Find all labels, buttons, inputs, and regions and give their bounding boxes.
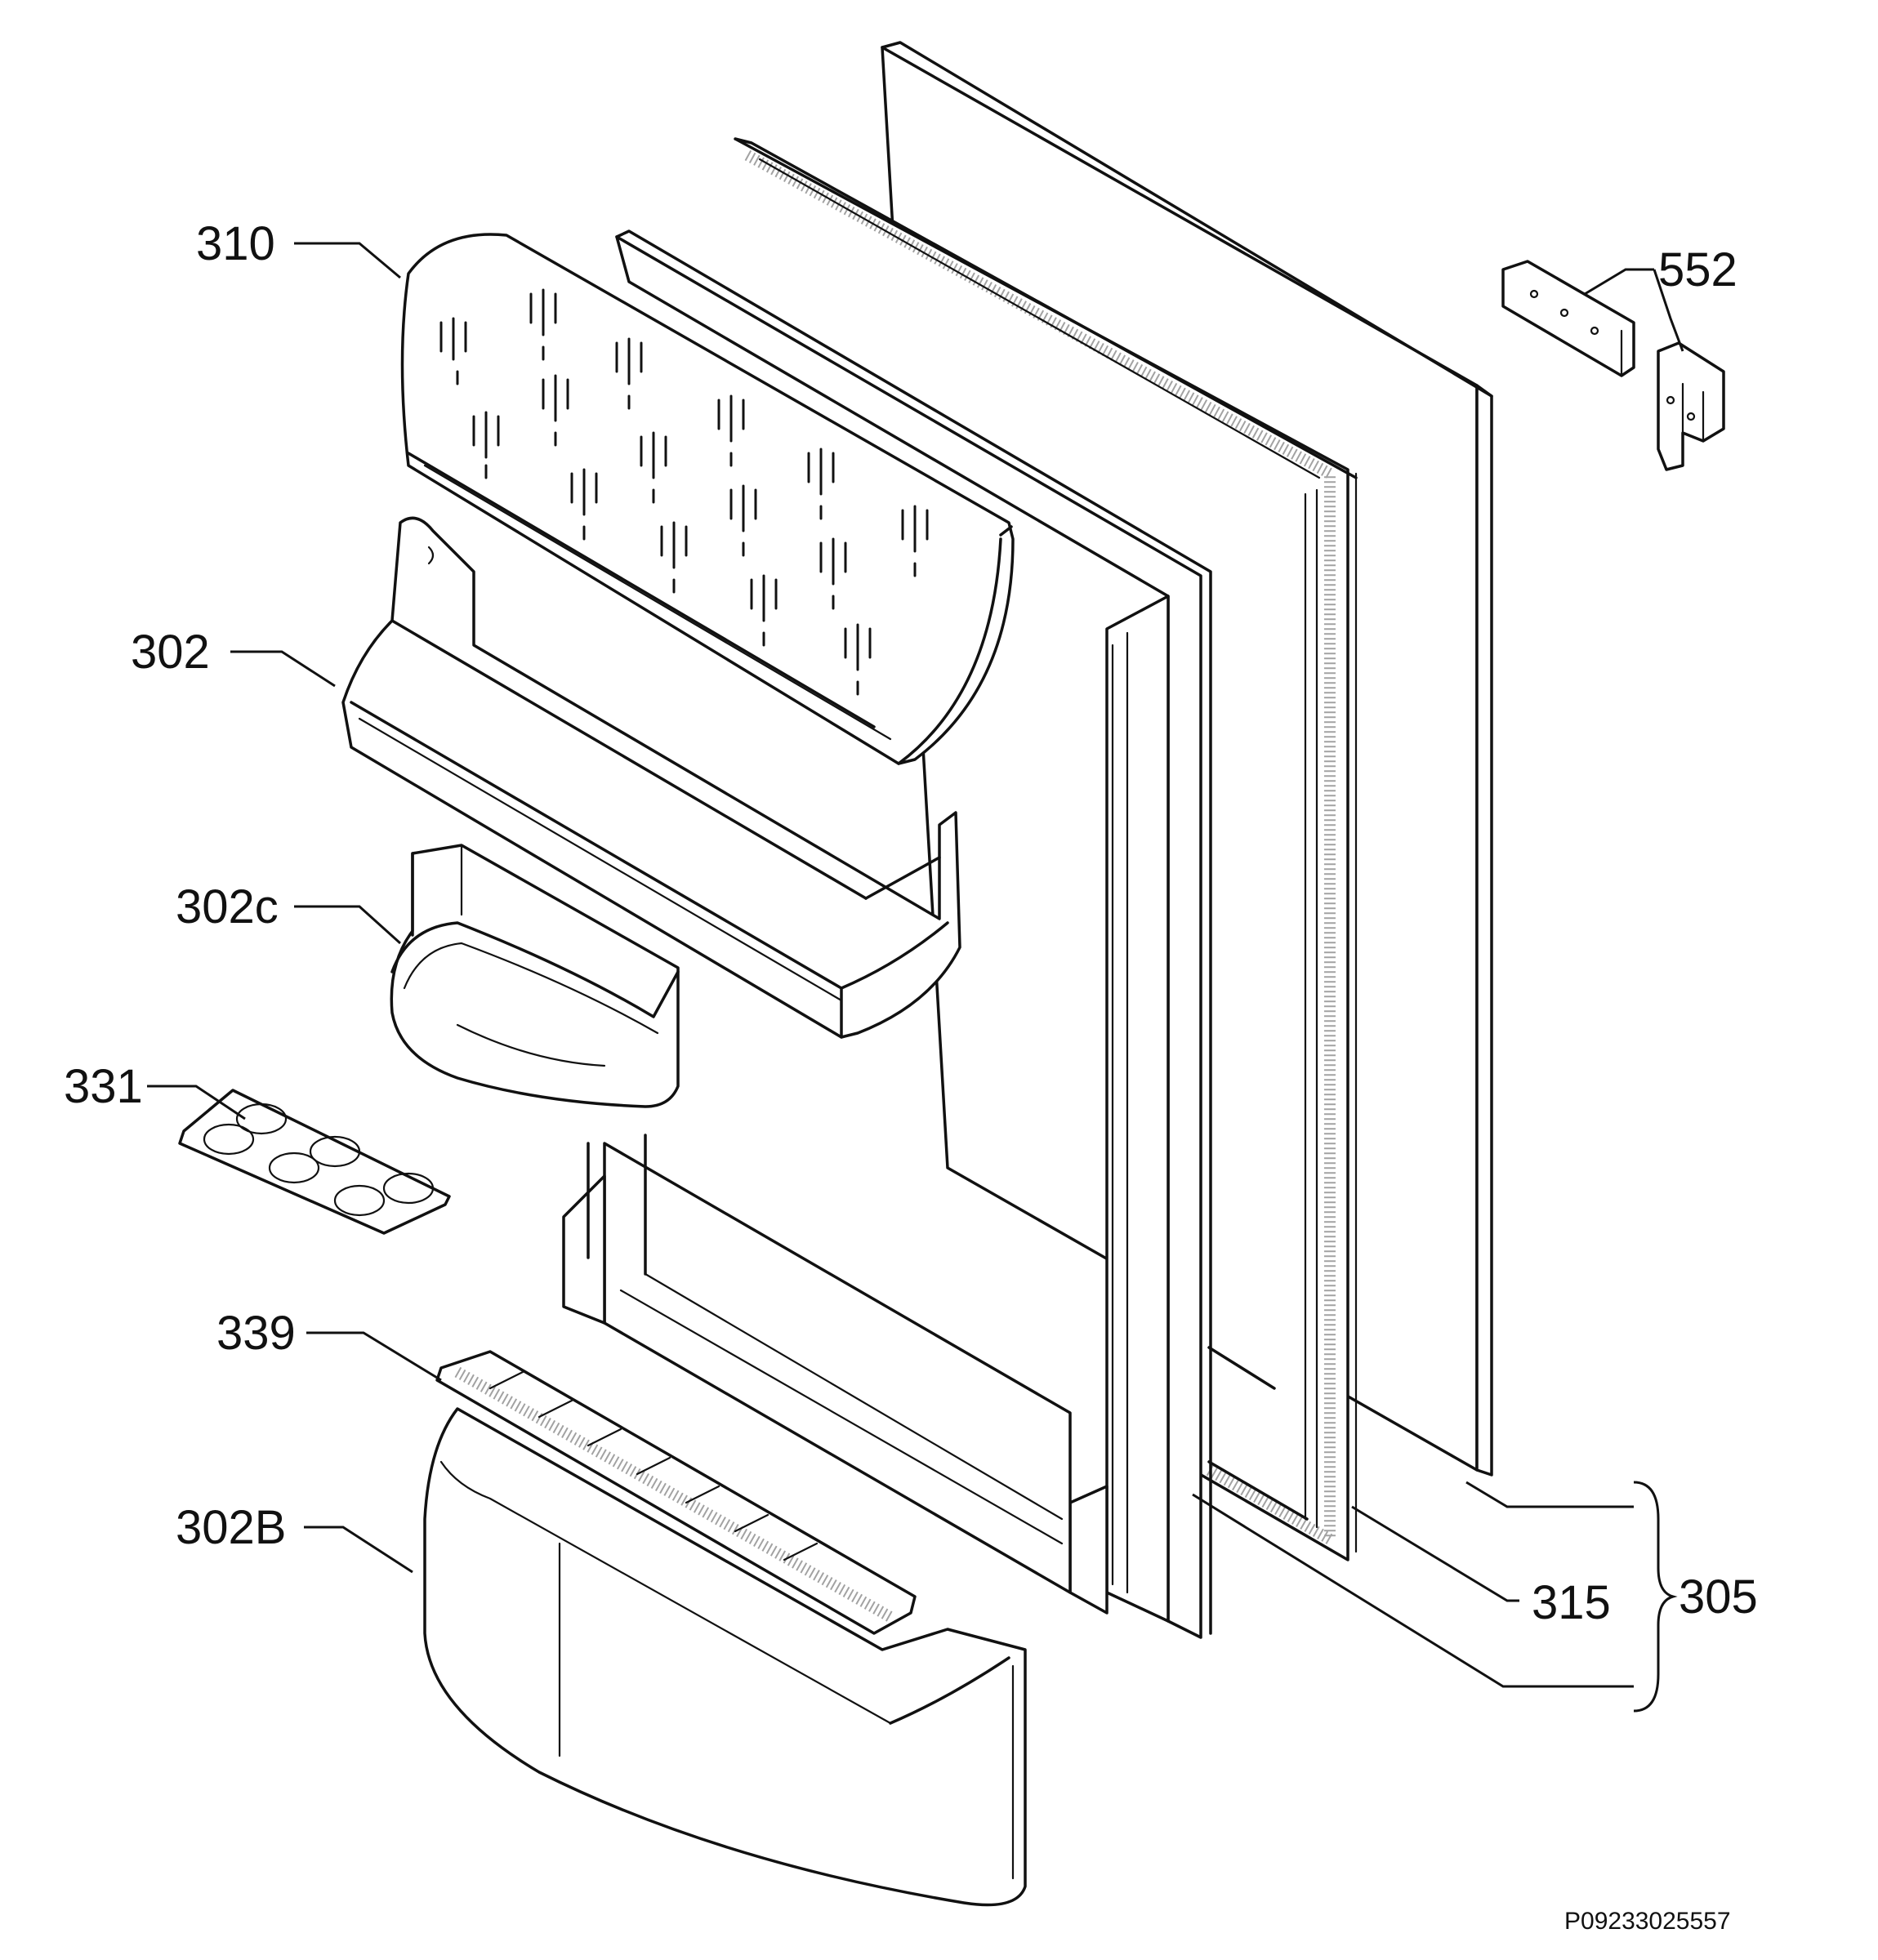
small-bottle-holder bbox=[390, 844, 680, 1108]
label-339: 339 bbox=[216, 1307, 296, 1360]
drawing-reference: P09233025557 bbox=[1564, 1908, 1731, 1935]
hinge-brackets bbox=[1501, 260, 1725, 471]
label-315: 315 bbox=[1532, 1576, 1611, 1629]
vent-pattern bbox=[439, 288, 929, 696]
label-552: 552 bbox=[1658, 243, 1737, 296]
leader-lines bbox=[147, 242, 1684, 1713]
inner-door-liner bbox=[562, 229, 1212, 1639]
label-302: 302 bbox=[131, 626, 210, 679]
bottle-retainer bbox=[435, 1350, 917, 1635]
dairy-compartment-cover bbox=[400, 233, 1015, 765]
door-shelf bbox=[341, 516, 961, 1039]
label-305: 305 bbox=[1679, 1570, 1758, 1624]
egg-tray bbox=[178, 1089, 451, 1235]
label-302c: 302c bbox=[176, 880, 279, 933]
label-302B: 302B bbox=[176, 1501, 286, 1554]
label-331: 331 bbox=[64, 1060, 143, 1113]
large-bottle-shelf bbox=[423, 1407, 1027, 1907]
label-310: 310 bbox=[196, 217, 275, 270]
